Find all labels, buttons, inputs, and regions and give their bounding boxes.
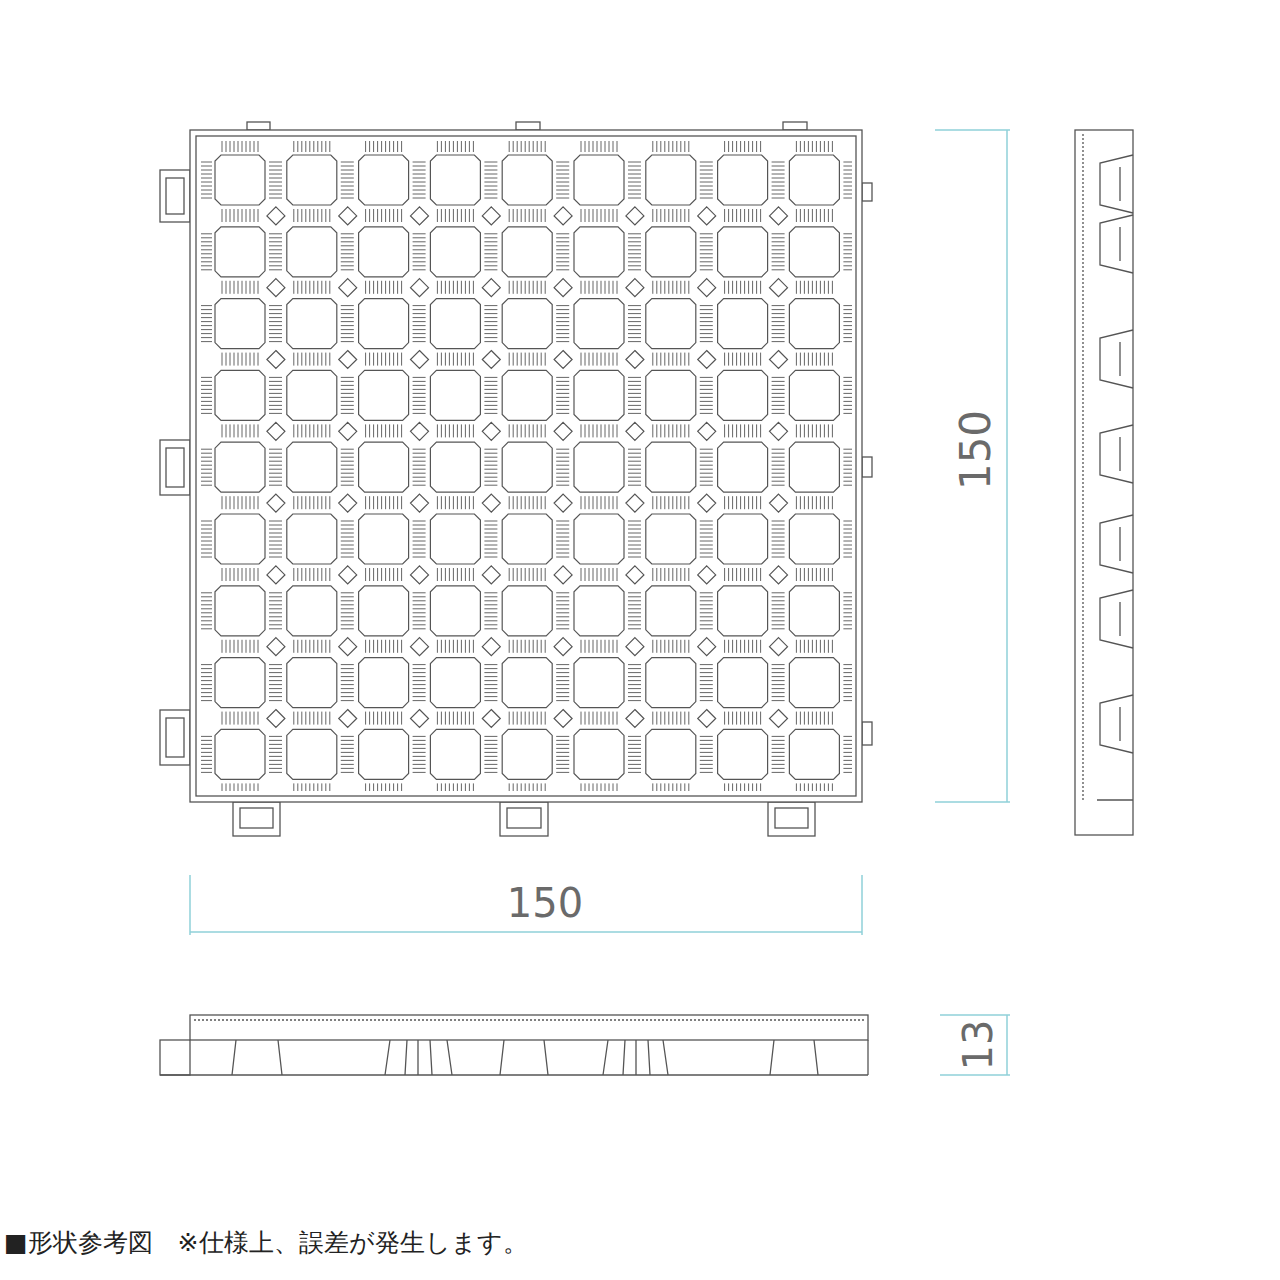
right-nub — [862, 722, 872, 745]
extension-line — [861, 875, 863, 935]
extension-line — [935, 801, 1010, 803]
front-edge — [867, 1040, 868, 1075]
top-tab — [516, 122, 540, 130]
front-base — [160, 1074, 868, 1075]
dimension-lines — [190, 130, 1010, 1075]
extension-line — [940, 1014, 1010, 1016]
bottom-tab — [233, 802, 280, 836]
right-nub — [862, 457, 872, 477]
top-tab — [247, 122, 270, 130]
left-tab-inner — [166, 448, 184, 487]
extension-line — [189, 875, 191, 935]
figure-caption: ■形状参考図 ※仕様上、誤差が発生します。 — [4, 1228, 528, 1258]
side-ribs — [1100, 155, 1133, 753]
front-view — [160, 1015, 868, 1075]
drain-holes — [215, 155, 839, 779]
tile-plate — [190, 130, 862, 802]
front-leg — [500, 1040, 548, 1075]
left-tab-inner — [166, 718, 184, 757]
front-leg — [385, 1040, 452, 1075]
side-outline — [1075, 130, 1133, 835]
tile-pattern — [201, 141, 852, 791]
side-base — [1097, 799, 1133, 800]
side-view — [1075, 130, 1133, 835]
dimension-line — [1006, 130, 1008, 802]
tile-inner-border — [196, 136, 856, 796]
front-surface — [194, 1019, 864, 1020]
right-nub — [862, 183, 872, 201]
dimension-line — [190, 931, 862, 933]
extension-line — [935, 129, 1010, 131]
front-leg — [232, 1040, 282, 1075]
bottom-tab-inner — [240, 808, 273, 828]
tile-outline — [160, 122, 872, 836]
extension-line — [940, 1074, 1010, 1076]
dimension-value: 150 — [505, 883, 585, 923]
bottom-tab-inner — [775, 808, 808, 828]
front-plate — [190, 1015, 868, 1040]
dimension-value: 13 — [958, 1018, 998, 1073]
left-tab — [160, 440, 190, 495]
left-tab — [160, 170, 190, 222]
dimension-value: 150 — [955, 408, 997, 492]
left-tab — [160, 710, 190, 765]
diamond-studs — [267, 207, 788, 728]
bottom-tab — [500, 802, 548, 836]
front-tab — [160, 1040, 190, 1075]
front-leg — [603, 1040, 668, 1075]
side-surface — [1082, 134, 1083, 800]
left-tab-inner — [166, 178, 184, 214]
bottom-tab — [768, 802, 815, 836]
top-tab — [783, 122, 807, 130]
bottom-tab-inner — [507, 808, 541, 828]
hatch-lines — [201, 141, 852, 791]
dimension-line — [1006, 1015, 1008, 1075]
front-leg — [770, 1040, 818, 1075]
